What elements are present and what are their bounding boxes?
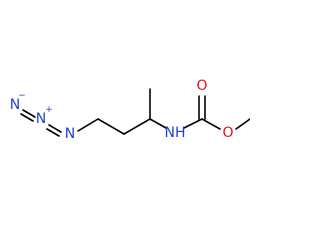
bond-c3-nh <box>149 118 167 129</box>
bond-n3-c1 <box>77 118 99 132</box>
bond-carbonyl-c-ester-o <box>201 118 221 130</box>
chemical-structure: N − N + N NH O O <box>10 78 250 142</box>
bond-c1-c2 <box>97 118 125 135</box>
charge-n-middle: + <box>45 105 53 115</box>
bond-n2-n3-b <box>46 128 60 137</box>
atom-o-ester: O <box>222 125 233 141</box>
bond-n2-n3-a <box>48 124 62 133</box>
carbamate-group <box>183 95 250 130</box>
atom-n-azide-attached: N <box>65 126 75 142</box>
bond-n1-n2-b <box>20 113 34 122</box>
azide-group <box>20 109 62 137</box>
bond-ester-o-methyl <box>235 118 250 130</box>
carbon-chain <box>77 88 167 135</box>
atom-n-middle: N <box>36 111 46 127</box>
atom-n-terminal: N <box>10 97 20 113</box>
bond-c2-c3 <box>123 118 151 135</box>
atom-nh: NH <box>165 125 186 141</box>
bond-nh-carbonyl-c <box>183 118 203 129</box>
charge-n-terminal: − <box>18 91 26 101</box>
bond-n1-n2-a <box>22 109 36 118</box>
atom-o-carbonyl: O <box>196 78 207 94</box>
